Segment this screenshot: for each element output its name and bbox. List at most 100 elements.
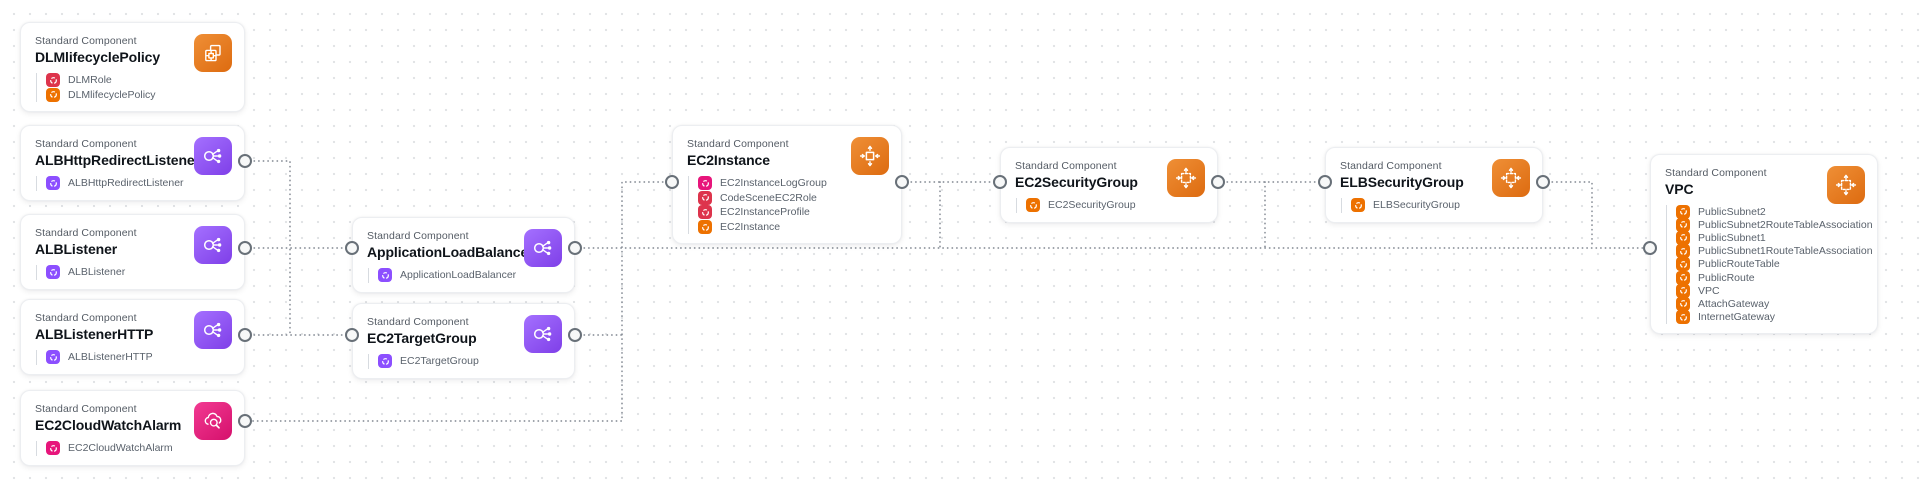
- resource-item[interactable]: EC2SecurityGroup: [1026, 198, 1203, 213]
- resource-label: ALBListenerHTTP: [68, 351, 153, 364]
- resource-item[interactable]: PublicSubnet1: [1676, 230, 1863, 245]
- resource-label: InternetGateway: [1698, 311, 1776, 324]
- resource-item[interactable]: PublicSubnet2: [1676, 204, 1863, 219]
- component-title: ALBHttpRedirectListener: [35, 152, 200, 168]
- connector-line-alb-http-redirect-trunk: [244, 160, 291, 336]
- resource-item[interactable]: DLMRole: [46, 73, 230, 88]
- connector-line-ec2-instance-left-trunk: [244, 181, 673, 422]
- resource-icon: [698, 176, 712, 191]
- component-card-ELBSecurityGroup[interactable]: Standard Component ELBSecurityGroup ELBS…: [1325, 147, 1543, 223]
- resource-item[interactable]: InternetGateway: [1676, 310, 1863, 325]
- resource-item[interactable]: PublicSubnet2RouteTableAssociation: [1676, 217, 1873, 232]
- connection-port[interactable]: [1211, 175, 1225, 189]
- resource-list: PublicSubnet2 PublicSubnet2RouteTableAss…: [1666, 204, 1873, 325]
- resource-label: ALBHttpRedirectListener: [68, 177, 184, 190]
- connection-port[interactable]: [238, 414, 252, 428]
- connection-port[interactable]: [1643, 241, 1657, 255]
- resource-icon: [46, 73, 60, 88]
- resource-item[interactable]: VPC: [1676, 283, 1863, 298]
- component-kind-label: Standard Component: [35, 312, 137, 324]
- connection-port[interactable]: [895, 175, 909, 189]
- resource-item[interactable]: EC2TargetGroup: [378, 354, 560, 369]
- component-card-ALBListenerHTTP[interactable]: Standard Component ALBListenerHTTP ALBLi…: [20, 299, 245, 375]
- connection-port[interactable]: [238, 154, 252, 168]
- resource-item[interactable]: EC2CloudWatchAlarm: [46, 441, 230, 456]
- resource-label: PublicSubnet2: [1698, 205, 1766, 218]
- resource-item[interactable]: ApplicationLoadBalancer: [378, 268, 560, 283]
- component-title: EC2CloudWatchAlarm: [35, 417, 182, 433]
- resource-label: PublicSubnet2RouteTableAssociation: [1698, 218, 1873, 231]
- component-card-EC2SecurityGroup[interactable]: Standard Component EC2SecurityGroup EC2S…: [1000, 147, 1218, 223]
- resource-icon: [1676, 217, 1690, 232]
- resource-icon: [1676, 257, 1690, 272]
- resource-label: PublicRoute: [1698, 271, 1755, 284]
- component-card-ApplicationLoadBalancer[interactable]: Standard Component ApplicationLoadBalanc…: [352, 217, 575, 293]
- resource-icon: [1676, 270, 1690, 285]
- lifecycle-policy-icon: [194, 34, 232, 72]
- component-kind-label: Standard Component: [367, 230, 469, 242]
- resource-icon: [378, 354, 392, 369]
- component-card-ALBHttpRedirectListener[interactable]: Standard Component ALBHttpRedirectListen…: [20, 125, 245, 201]
- connection-port[interactable]: [345, 241, 359, 255]
- resource-item[interactable]: DLMlifecyclePolicy: [46, 87, 230, 103]
- load-balancer-icon: [524, 315, 562, 353]
- resource-label: DLMRole: [68, 74, 112, 87]
- connection-port[interactable]: [568, 241, 582, 255]
- component-title: EC2TargetGroup: [367, 330, 477, 346]
- component-kind-label: Standard Component: [35, 35, 137, 47]
- resource-item[interactable]: ALBHttpRedirectListener: [46, 176, 230, 191]
- component-card-DLMlifecyclePolicy[interactable]: Standard Component DLMlifecyclePolicy DL…: [20, 22, 245, 113]
- resource-icon: [46, 350, 60, 365]
- connection-port[interactable]: [1318, 175, 1332, 189]
- component-card-ALBListener[interactable]: Standard Component ALBListener ALBListen…: [20, 214, 245, 290]
- resource-item[interactable]: CodeSceneEC2Role: [698, 190, 887, 206]
- load-balancer-icon: [194, 311, 232, 349]
- component-card-EC2Instance[interactable]: Standard Component EC2Instance EC2Instan…: [672, 125, 902, 245]
- component-kind-label: Standard Component: [1340, 160, 1442, 172]
- resource-icon: [46, 176, 60, 191]
- connector-line-elb-security-group-to-main: [1542, 181, 1593, 249]
- resource-icon: [378, 268, 392, 283]
- component-kind-label: Standard Component: [1665, 167, 1767, 179]
- resource-list: EC2CloudWatchAlarm: [36, 441, 230, 456]
- component-title: ALBListenerHTTP: [35, 326, 154, 342]
- connection-port[interactable]: [238, 241, 252, 255]
- component-card-EC2TargetGroup[interactable]: Standard Component EC2TargetGroup EC2Tar…: [352, 303, 575, 379]
- connection-port[interactable]: [1536, 175, 1550, 189]
- connection-port[interactable]: [238, 328, 252, 342]
- resource-label: PublicSubnet1: [1698, 231, 1766, 244]
- resource-label: EC2SecurityGroup: [1048, 199, 1136, 212]
- vpc-icon: [1827, 166, 1865, 204]
- resource-icon: [1676, 283, 1690, 298]
- resource-item[interactable]: EC2InstanceProfile: [698, 205, 887, 220]
- component-card-VPC[interactable]: Standard Component VPC PublicSubnet2 Pub…: [1650, 154, 1878, 334]
- component-card-EC2CloudWatchAlarm[interactable]: Standard Component EC2CloudWatchAlarm EC…: [20, 390, 245, 466]
- resource-item[interactable]: EC2InstanceLogGroup: [698, 176, 887, 191]
- resource-icon: [698, 190, 712, 205]
- load-balancer-icon: [524, 229, 562, 267]
- load-balancer-icon: [194, 226, 232, 264]
- component-kind-label: Standard Component: [367, 316, 469, 328]
- connection-port[interactable]: [345, 328, 359, 342]
- component-kind-label: Standard Component: [1015, 160, 1117, 172]
- component-kind-label: Standard Component: [687, 138, 789, 150]
- resource-icon: [698, 220, 712, 235]
- resource-item[interactable]: PublicRouteTable: [1676, 257, 1863, 272]
- resource-icon: [1351, 198, 1365, 213]
- resource-icon: [1026, 198, 1040, 213]
- resource-item[interactable]: EC2Instance: [698, 220, 887, 235]
- connection-port[interactable]: [665, 175, 679, 189]
- component-title: EC2Instance: [687, 152, 770, 168]
- connection-port[interactable]: [568, 328, 582, 342]
- resource-item[interactable]: ALBListener: [46, 265, 230, 280]
- resource-item[interactable]: ALBListenerHTTP: [46, 350, 230, 365]
- resource-label: ApplicationLoadBalancer: [400, 269, 517, 282]
- resource-item[interactable]: PublicRoute: [1676, 270, 1863, 285]
- resource-item[interactable]: ELBSecurityGroup: [1351, 198, 1528, 213]
- resource-label: EC2InstanceLogGroup: [720, 177, 827, 190]
- resource-icon: [1676, 310, 1690, 325]
- resource-item[interactable]: AttachGateway: [1676, 296, 1863, 311]
- connection-port[interactable]: [993, 175, 1007, 189]
- resource-item[interactable]: PublicSubnet1RouteTableAssociation: [1676, 244, 1873, 259]
